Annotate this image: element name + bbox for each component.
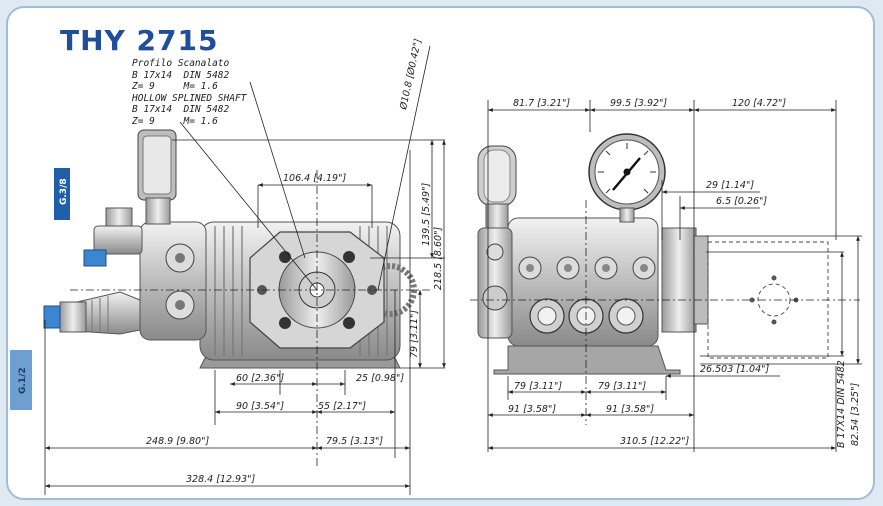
dim-diameter: Ø10.8 [Ø0.42"] — [398, 38, 424, 112]
dim-79b: 79 [3.11"] — [598, 381, 646, 392]
outlet-port-label: G.3/8 — [59, 178, 69, 205]
dim-139: 139.5 [5.49"] — [421, 183, 432, 246]
side-view-pump — [43, 129, 417, 369]
spec-line: B 17x14 DIN 5482 — [132, 104, 230, 115]
dim-81: 81.7 [3.21"] — [513, 98, 570, 109]
model-title: THY 2715 — [60, 24, 219, 57]
spec-line: Z= 9 M= 1.6 — [132, 115, 218, 127]
dim-79v: 79 [3.11"] — [409, 310, 420, 358]
dim-spline: B 17X14 DIN 5482 — [836, 360, 847, 448]
dim-218: 218.5 [8.60"] — [433, 227, 444, 290]
dim-82: 82.54 [3.25"] — [850, 383, 861, 446]
dim-248: 248.9 [9.80"] — [146, 436, 209, 447]
spec-line: Z= 9 M= 1.6 — [132, 81, 218, 92]
spec-line: Profilo Scanalato — [132, 58, 230, 69]
dim-91a: 91 [3.58"] — [508, 404, 556, 415]
dim-60: 60 [2.36"] — [236, 373, 284, 384]
shaft-spec: Profilo Scanalato B 17x14 DIN 5482 Z= 9 … — [132, 58, 246, 127]
dim-120: 120 [4.72"] — [732, 98, 786, 109]
dim-90: 90 [3.54"] — [236, 401, 284, 412]
inlet-port-tag: G.1/2 — [10, 350, 32, 410]
dim-6-5: 6.5 [0.26"] — [716, 196, 767, 207]
front-view-pump — [477, 133, 709, 375]
dim-29: 29 [1.14"] — [706, 180, 754, 191]
dim-310: 310.5 [12.22"] — [620, 436, 689, 447]
spec-line: HOLLOW SPLINED SHAFT — [132, 92, 247, 104]
dim-55: 55 [2.17"] — [318, 401, 366, 412]
dim-106: 106.4 [4.19"] — [283, 173, 346, 184]
dim-79a: 79 [3.11"] — [514, 381, 562, 392]
dim-25: 25 [0.98"] — [356, 373, 404, 384]
dim-91b: 91 [3.58"] — [606, 404, 654, 415]
outlet-port-tag: G.3/8 — [54, 168, 70, 220]
dim-26: 26.503 [1.04"] — [700, 364, 769, 375]
dim-99: 99.5 [3.92"] — [610, 98, 667, 109]
dim-79-5: 79.5 [3.13"] — [326, 436, 383, 447]
inlet-port-label: G.1/2 — [18, 367, 28, 394]
dim-328: 328.4 [12.93"] — [186, 474, 255, 485]
spec-line: B 17x14 DIN 5482 — [132, 69, 230, 81]
